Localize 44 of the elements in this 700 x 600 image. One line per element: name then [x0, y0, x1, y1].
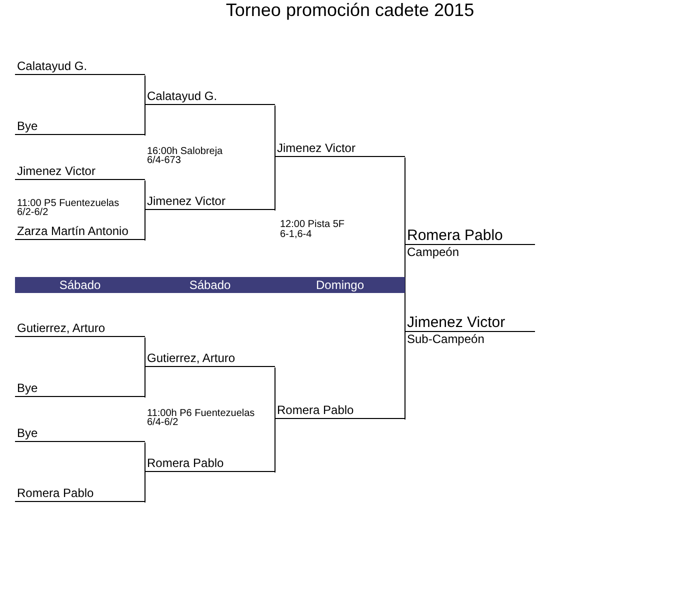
- bracket-line: [144, 472, 146, 503]
- bracket-line: [274, 419, 276, 473]
- bracket-line: [144, 75, 146, 106]
- day-label: Sábado: [59, 277, 101, 293]
- bracket-line: [144, 180, 146, 211]
- player-entry: Romera Pablo: [145, 456, 275, 472]
- match-info: 6/4-673: [147, 156, 181, 166]
- player-entry: Jimenez Victor: [405, 314, 535, 332]
- match-info: 6/2-6/2: [17, 208, 48, 218]
- player-entry: Romera Pablo: [15, 486, 145, 502]
- match-info: 12:00 Pista 5F: [280, 220, 344, 230]
- match-info: 6/4-6/2: [147, 418, 178, 428]
- match-info: 16:00h Salobreja: [147, 147, 223, 157]
- result-caption: Campeón: [406, 245, 460, 260]
- player-entry: Jimenez Victor: [15, 164, 145, 180]
- bracket-line: [274, 105, 276, 158]
- result-caption: Sub-Campeón: [406, 332, 486, 347]
- day-label: Domingo: [316, 277, 364, 293]
- bracket-line: [274, 367, 276, 420]
- day-band: [15, 277, 405, 293]
- player-entry: Gutierrez, Arturo: [145, 351, 275, 367]
- bracket-line: [274, 157, 276, 211]
- match-info: 11:00h P6 Fuentezuelas: [147, 409, 255, 419]
- day-label: Sábado: [189, 277, 231, 293]
- player-entry: Jimenez Victor: [275, 141, 405, 157]
- player-entry: Zarza Martín Antonio: [15, 224, 145, 240]
- match-info: 11:00 P5 Fuentezuelas: [17, 199, 120, 209]
- player-entry: Calatayud G.: [145, 89, 275, 105]
- player-entry: Bye: [15, 119, 145, 135]
- bracket-line: [404, 332, 406, 420]
- bracket-line: [144, 337, 146, 368]
- bracket-line: [144, 210, 146, 241]
- player-entry: Romera Pablo: [405, 227, 535, 245]
- player-entry: Calatayud G.: [15, 59, 145, 75]
- bracket-line: [144, 442, 146, 473]
- match-info: 6-1,6-4: [280, 230, 312, 240]
- player-entry: Bye: [15, 426, 145, 442]
- player-entry: Romera Pablo: [275, 403, 405, 419]
- bracket-line: [144, 367, 146, 398]
- player-entry: Gutierrez, Arturo: [15, 321, 145, 337]
- title: Torneo promoción cadete 2015: [224, 0, 476, 20]
- player-entry: Jimenez Victor: [145, 194, 275, 210]
- player-entry: Bye: [15, 381, 145, 397]
- bracket-line: [144, 105, 146, 136]
